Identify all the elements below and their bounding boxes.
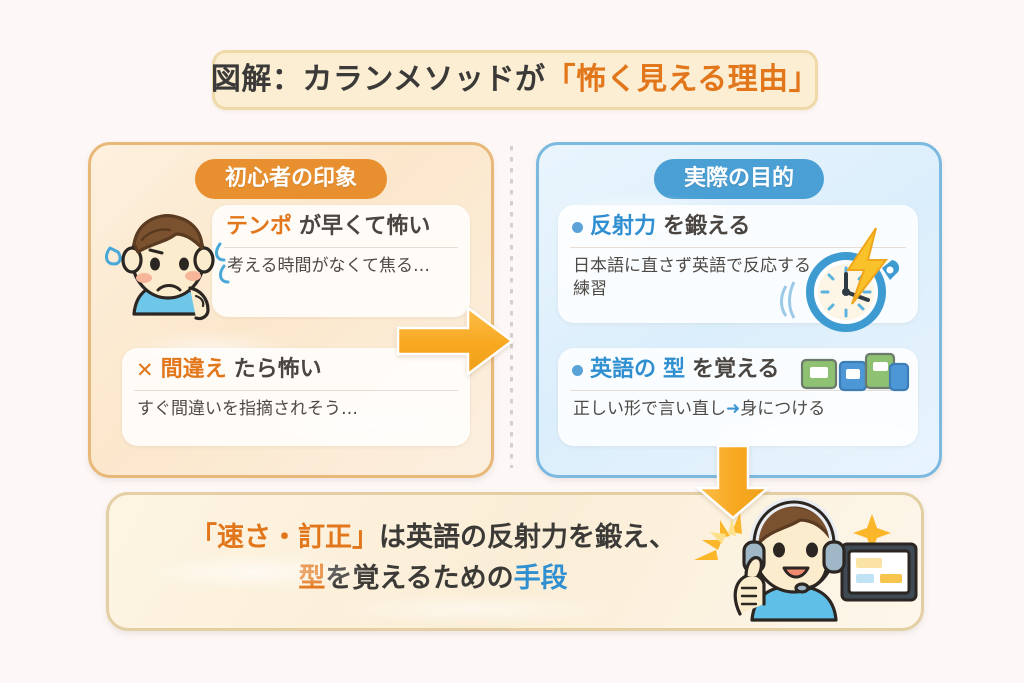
card-pattern-memorize-head: 英語の型を覚える: [558, 348, 918, 390]
card-divider: [224, 247, 458, 249]
card-reflex-training-rest: を鍛える: [663, 214, 751, 239]
badge-beginner-impression: 初心者の印象: [194, 159, 388, 199]
summary-highlight-2: 型: [298, 563, 326, 595]
summary-mid: を覚えるための: [325, 563, 514, 595]
card-tempo-fear: テンポが早くて怖い 考える時間がなくて焦る…: [212, 205, 470, 317]
worried-person-icon: [105, 214, 230, 321]
page-title: 図解：カランメソッドが「怖く見える理由」: [211, 50, 819, 110]
card-pattern-rest: を覚える: [692, 357, 780, 382]
arrow-inline-icon: ➜: [726, 399, 741, 420]
card-mistake-fear: ✕間違えたら怖い すぐ間違いを指摘されそう…: [122, 348, 470, 446]
card-mistake-fear-highlight: 間違え: [160, 357, 227, 382]
title-highlight: 「怖く見える理由」: [545, 62, 820, 97]
card-tempo-fear-highlight: テンポ: [226, 214, 293, 239]
stopwatch-lightning-icon: [780, 227, 900, 332]
card-divider: [134, 390, 458, 392]
page-title-text: 図解：カランメソッドが「怖く見える理由」: [211, 65, 819, 95]
sub-before: 正しい形で言い直し: [573, 399, 726, 420]
card-tempo-fear-sub: 考える時間がなくて焦る…: [227, 256, 430, 277]
card-tempo-fear-rest: が早くて怖い: [299, 214, 431, 239]
summary-highlight-1: 「速さ・訂正」: [190, 522, 379, 553]
sub-after: 身につける: [740, 399, 826, 420]
panel-divider: [510, 146, 513, 468]
summary-rest-1: は英語の反射力を鍛え、: [379, 522, 676, 553]
summary-banner-text: 「速さ・訂正」は英語の反射力を鍛え、 型を覚えるための手段: [153, 517, 713, 599]
summary-highlight-3: 手段: [513, 563, 568, 595]
card-tempo-fear-head: テンポが早くて怖い: [212, 205, 470, 247]
card-pattern-prefix: 英語の: [590, 357, 657, 382]
card-mistake-fear-rest: たら怖い: [233, 357, 322, 382]
flash-cards-icon: [800, 352, 910, 392]
card-reflex-training-head: 反射力を鍛える: [558, 205, 918, 247]
arrow-down-icon: [694, 444, 772, 520]
happy-headset-person-icon: [694, 497, 918, 622]
card-reflex-training-sub: 日本語に直さず英語で反応する練習: [573, 256, 811, 300]
card-reflex-training-highlight: 反射力: [590, 214, 657, 239]
card-divider: [570, 390, 906, 392]
card-pattern-highlight: 型: [663, 357, 686, 382]
badge-actual-purpose: 実際の目的: [653, 159, 825, 199]
bullet-dot-icon: [572, 364, 583, 376]
card-pattern-memorize-sub: 正しい形で言い直し➜身につける: [558, 391, 918, 431]
card-mistake-fear-sub: すぐ間違いを指摘されそう…: [137, 399, 358, 420]
card-divider: [570, 247, 906, 249]
cross-mark-icon: ✕: [136, 357, 154, 382]
arrow-right-icon: [396, 305, 514, 377]
bullet-dot-icon: [572, 221, 583, 233]
title-plain: 図解：カランメソッドが: [210, 62, 546, 97]
card-mistake-fear-head: ✕間違えたら怖い: [122, 348, 470, 390]
